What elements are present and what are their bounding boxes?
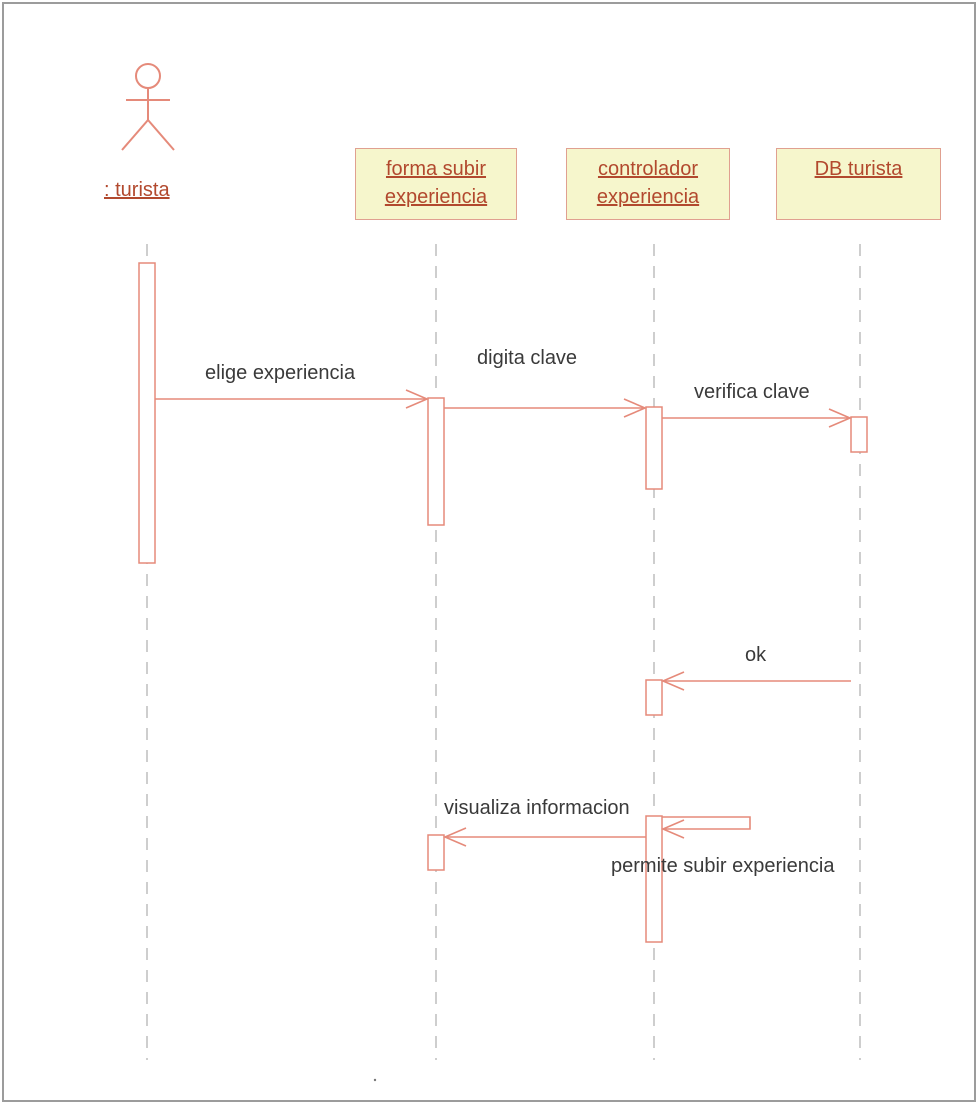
message-label-digita-clave: digita clave xyxy=(477,347,578,369)
activation-forma-2 xyxy=(427,834,445,871)
activation-controlador-1 xyxy=(645,406,663,490)
message-arrow-permite-subir-experiencia xyxy=(662,816,751,830)
actor-left-leg xyxy=(121,119,149,151)
activation-controlador-3 xyxy=(645,815,663,943)
arrowhead-digita-clave xyxy=(623,398,648,418)
activation-db xyxy=(850,416,868,453)
stray-dot xyxy=(373,1078,377,1082)
arrowhead-ok xyxy=(660,671,685,691)
object-controlador-line2: experiencia xyxy=(596,186,700,208)
actor-head xyxy=(135,63,161,89)
activation-forma-1 xyxy=(427,397,445,526)
message-label-verifica-clave: verifica clave xyxy=(694,381,810,403)
arrowhead-verifica-clave xyxy=(828,408,853,428)
activation-turista xyxy=(138,262,156,564)
activation-controlador-2 xyxy=(645,679,663,716)
actor-turista-figure xyxy=(121,63,175,151)
object-forma-line2: experiencia xyxy=(384,186,488,208)
actor-label-turista: : turista xyxy=(104,179,170,201)
object-controlador-line1: controlador xyxy=(597,158,699,180)
object-controlador-experiencia: controlador experiencia xyxy=(566,148,730,220)
arrowhead-visualiza-informacion xyxy=(442,827,467,847)
message-label-permite-subir-experiencia: permite subir experiencia xyxy=(611,855,835,877)
actor-right-leg xyxy=(147,119,175,151)
object-db-turista: DB turista xyxy=(776,148,941,220)
object-forma-subir-experiencia: forma subir experiencia xyxy=(355,148,517,220)
arrowhead-elige-experiencia xyxy=(405,389,430,409)
arrowhead-permite-subir-experiencia xyxy=(660,819,685,839)
object-forma-line1: forma subir xyxy=(385,158,487,180)
message-label-visualiza-informacion: visualiza informacion xyxy=(444,797,630,819)
object-db-line1: DB turista xyxy=(814,158,903,180)
message-label-ok: ok xyxy=(745,644,767,666)
message-label-elige-experiencia: elige experiencia xyxy=(205,362,356,384)
